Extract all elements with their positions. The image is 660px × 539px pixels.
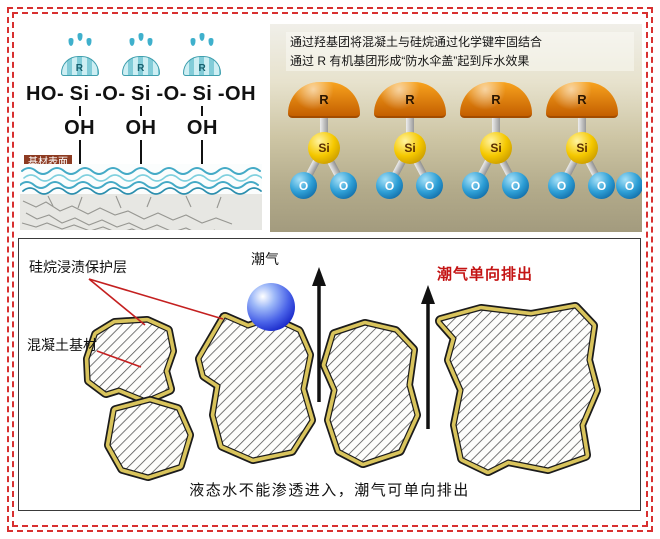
oh-label: OH — [64, 117, 96, 139]
si-label: Si — [192, 83, 213, 105]
formula-ho: HO- — [25, 83, 65, 105]
silicon-atom: Si — [566, 132, 598, 164]
r-label: R — [405, 91, 415, 107]
bond-line — [78, 140, 81, 164]
umbrella-icon: R — [122, 56, 160, 76]
si-group-2: R Si OH — [122, 33, 160, 164]
chemistry-panel: HO- R Si OH -O- R Si — [18, 24, 264, 232]
r-group-label: R — [75, 63, 84, 74]
bond-stem — [492, 116, 500, 134]
caption-line-1: 通过羟基团将混凝土与硅烷通过化学键牢固结合 — [290, 35, 543, 49]
cross-section-art — [19, 267, 640, 510]
caption-line-2: 通过 R 有机基团形成“防水伞盖”起到斥水效果 — [290, 53, 530, 68]
red-leader-lines — [88, 278, 224, 368]
model-caption: 通过羟基团将混凝土与硅烷通过化学键牢固结合 通过 R 有机基团形成“防水伞盖”起… — [286, 32, 634, 72]
moisture-up-arrows — [312, 267, 435, 429]
molecular-model-panel: 通过羟基团将混凝土与硅烷通过化学键牢固结合 通过 R 有机基团形成“防水伞盖”起… — [270, 24, 642, 232]
r-umbrella-dome: R — [288, 82, 360, 118]
oxygen-atom: O — [502, 172, 529, 199]
bond-line — [201, 106, 204, 116]
oh-label: OH — [125, 117, 157, 139]
formula-oh: -OH — [217, 83, 257, 105]
bond-line — [140, 106, 142, 116]
oxygen-atom: O — [290, 172, 317, 199]
oxygen-atom: O — [548, 172, 575, 199]
r-umbrella-dome: R — [374, 82, 446, 118]
cross-section-panel: 硅烷浸渍保护层 潮气 潮气单向排出 混凝土基材 液态水不能渗透进入，潮气可单向排… — [18, 238, 641, 511]
oxygen-atom: O — [462, 172, 489, 199]
umbrella-icon: R — [183, 56, 222, 76]
bond-line — [78, 106, 81, 116]
water-droplet-sphere — [247, 283, 295, 331]
raindrops-icon — [68, 33, 92, 46]
substrate-texture — [20, 164, 262, 230]
oxygen-atom: O — [588, 172, 615, 199]
one-way-outlet-label: 潮气单向排出 — [437, 266, 534, 283]
bond-stem — [406, 116, 414, 134]
oh-label: OH — [186, 117, 218, 139]
r-group-label: R — [198, 63, 207, 74]
silanol-formula: HO- R Si OH -O- R Si — [18, 33, 264, 164]
r-label: R — [319, 91, 329, 107]
si-label: Si — [69, 83, 90, 105]
r-label: R — [491, 91, 501, 107]
r-label: R — [577, 91, 587, 107]
texture-art — [20, 164, 262, 230]
bond-line — [140, 140, 142, 164]
oxygen-atom: O — [330, 172, 357, 199]
silicon-atom: Si — [394, 132, 426, 164]
coating-layer-label: 硅烷浸渍保护层 — [29, 259, 127, 275]
silicon-atom: Si — [308, 132, 340, 164]
formula-o: -O- — [156, 83, 187, 105]
si-group-3: R Si OH — [183, 33, 222, 164]
r-umbrella-dome: R — [546, 82, 618, 118]
si-group-1: R Si OH — [60, 33, 99, 164]
bond-line — [201, 140, 204, 164]
bond-stem — [320, 116, 328, 134]
content-area: HO- R Si OH -O- R Si — [18, 18, 642, 521]
r-umbrella-dome: R — [460, 82, 532, 118]
oxygen-atom: O — [416, 172, 443, 199]
bond-stem — [578, 116, 586, 134]
silicon-atom: Si — [480, 132, 512, 164]
moisture-label: 潮气 — [251, 251, 279, 267]
umbrella-icon: R — [60, 56, 99, 76]
bottom-caption: 液态水不能渗透进入，潮气可单向排出 — [189, 482, 470, 499]
raindrops-icon — [129, 33, 153, 46]
r-group-label: R — [137, 63, 145, 74]
formula-o: -O- — [95, 83, 126, 105]
raindrops-icon — [190, 33, 214, 46]
top-row: HO- R Si OH -O- R Si — [18, 24, 642, 232]
si-label: Si — [131, 83, 151, 105]
concrete-substrate-label: 混凝土基材 — [27, 337, 97, 353]
oxygen-atom: O — [376, 172, 403, 199]
concrete-blocks — [89, 308, 595, 475]
oxygen-atom: O — [616, 172, 642, 199]
